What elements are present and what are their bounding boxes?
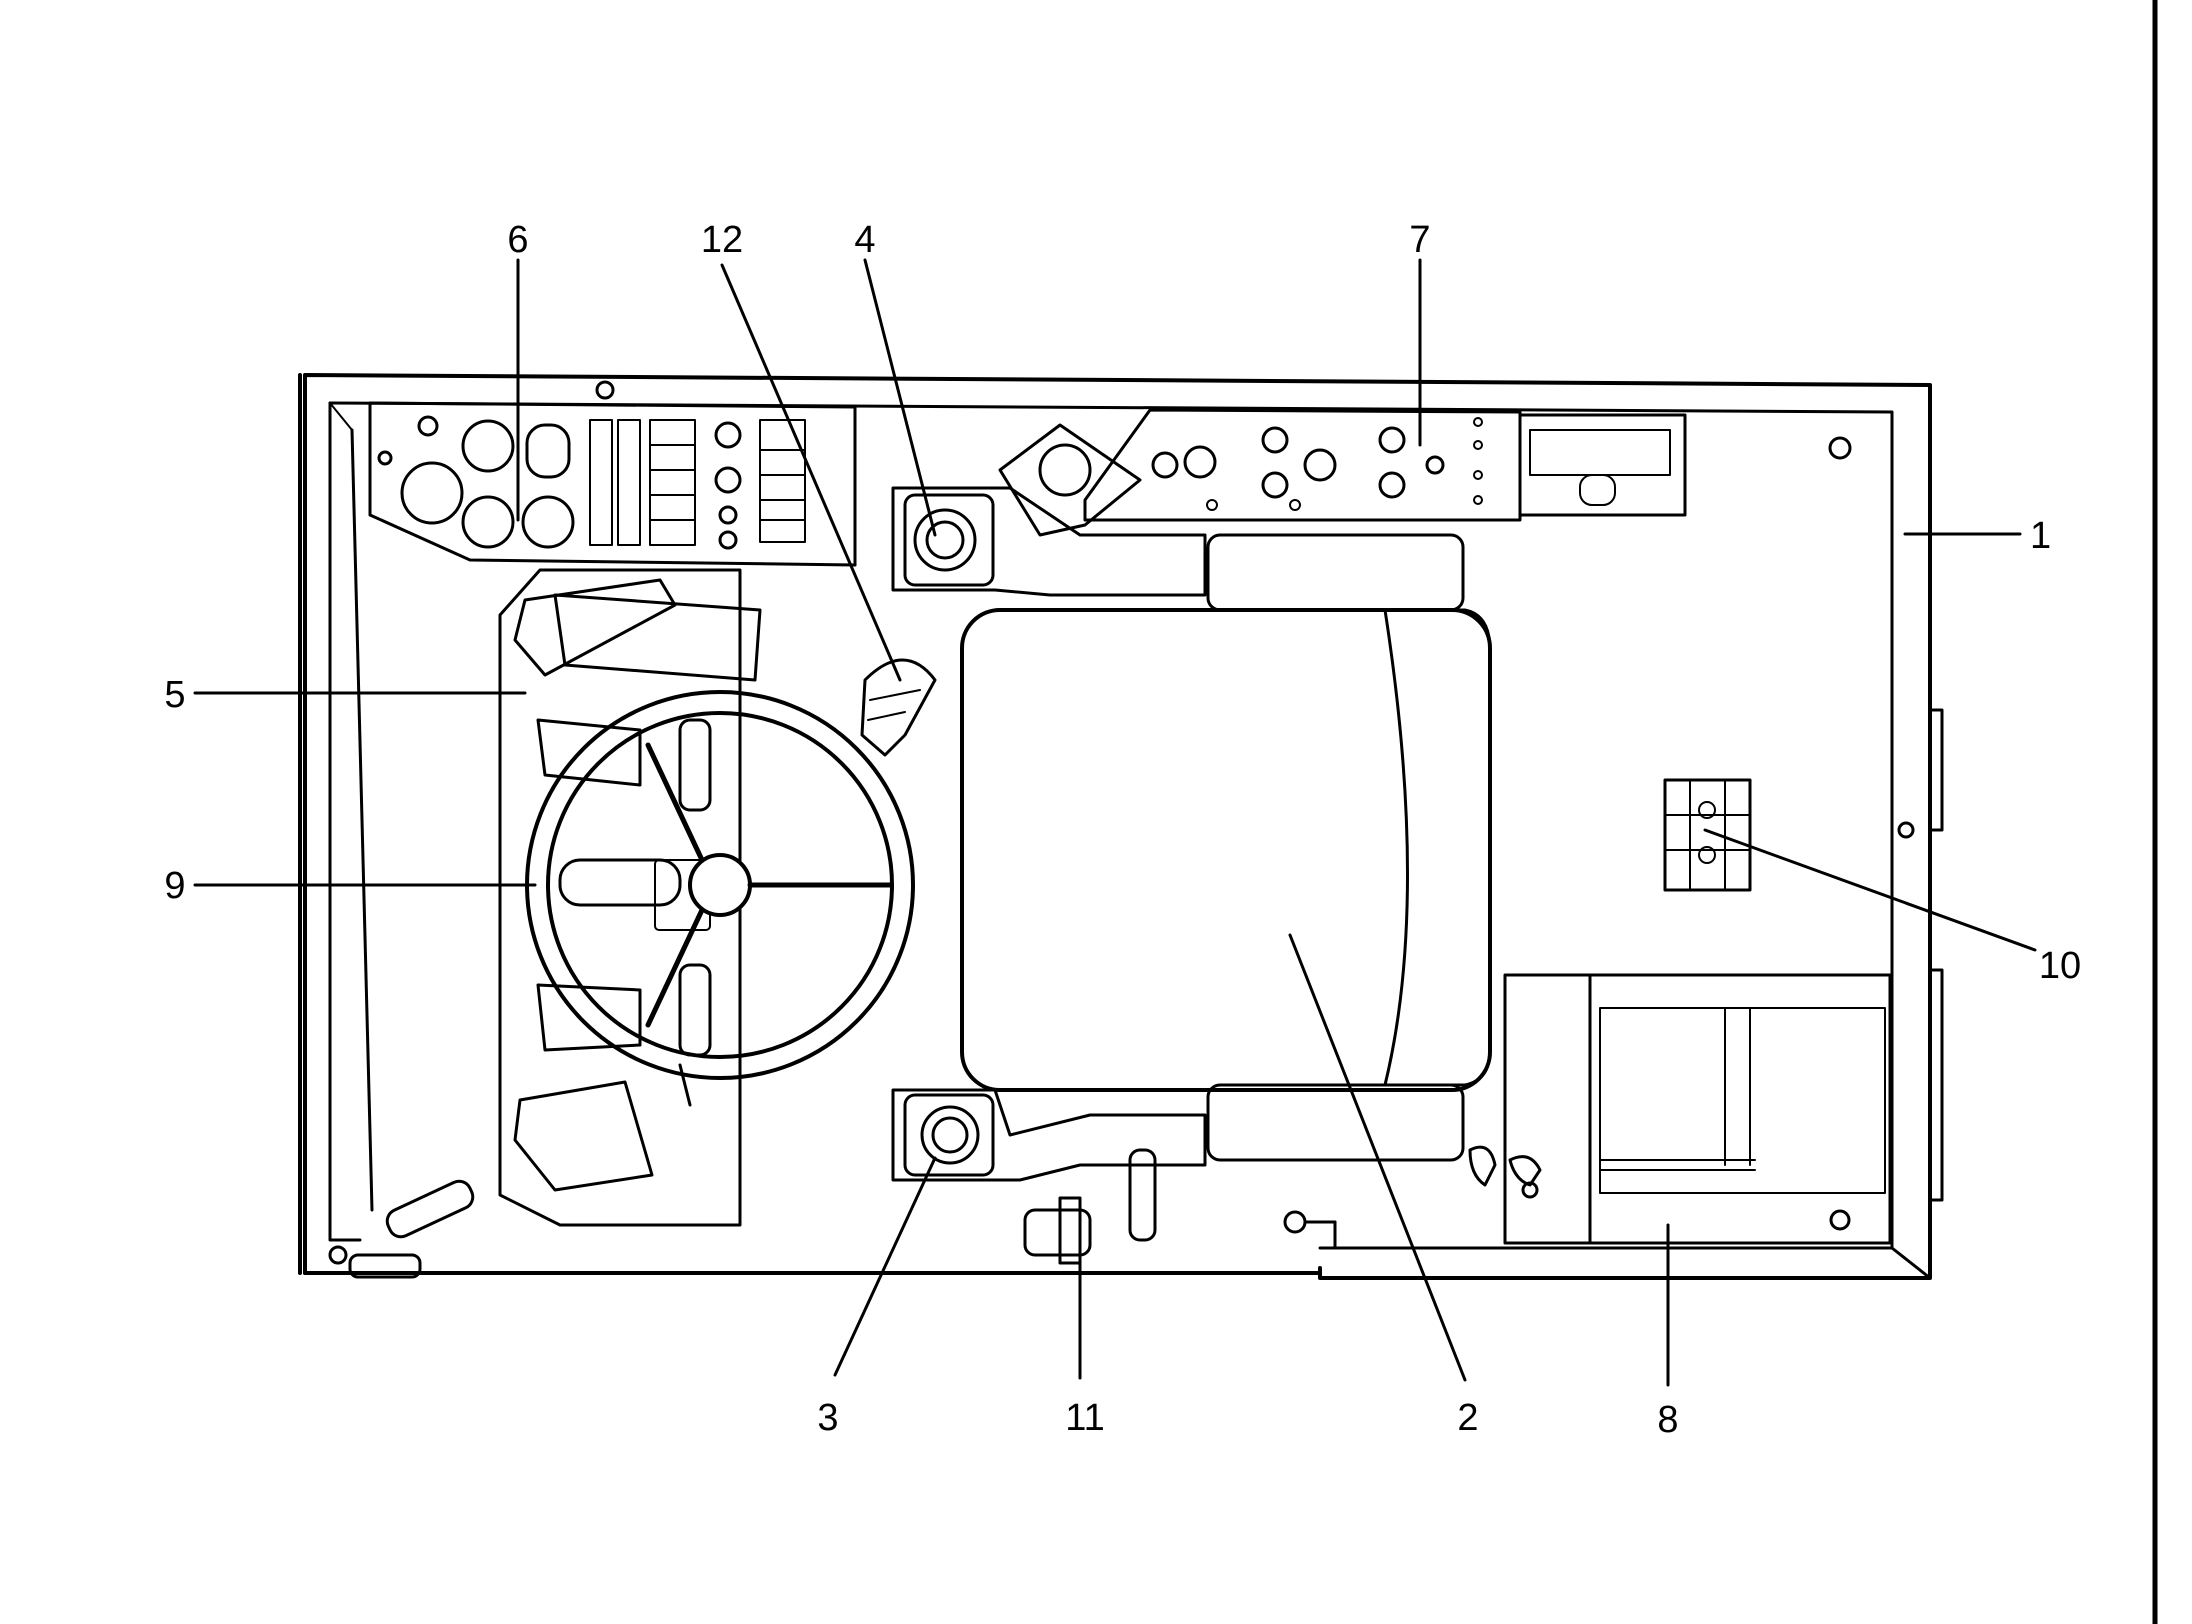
callout-labels: 1 2 3 4 5 6 7 8 9 10 11 12 xyxy=(164,219,2081,1441)
leader-3 xyxy=(833,1156,937,1377)
instrument-panel xyxy=(368,401,857,567)
callout-4: 4 xyxy=(854,219,875,261)
shift-lever xyxy=(860,658,937,757)
storage-compartment xyxy=(1503,973,1892,1245)
callout-12: 12 xyxy=(701,219,743,261)
callout-2: 2 xyxy=(1457,1397,1478,1439)
callout-9: 9 xyxy=(164,865,185,907)
leader-4 xyxy=(863,258,937,537)
callout-1: 1 xyxy=(2030,515,2051,557)
leader-10 xyxy=(1703,828,2037,952)
operator-seat xyxy=(960,533,1492,1162)
callout-5: 5 xyxy=(164,674,185,716)
floor-latch xyxy=(1023,1145,1542,1265)
callout-8: 8 xyxy=(1657,1399,1678,1441)
steering-wheel xyxy=(525,690,915,1107)
joystick-upper xyxy=(891,486,1207,597)
parking-brake-lever xyxy=(328,1179,475,1279)
auxiliary-control-panel xyxy=(998,408,1687,537)
callout-11: 11 xyxy=(1065,1397,1104,1439)
callout-3: 3 xyxy=(817,1397,838,1439)
leader-2 xyxy=(1288,933,1467,1382)
fuse-block xyxy=(1663,778,1752,892)
leader-12 xyxy=(720,263,902,682)
callout-10: 10 xyxy=(2039,945,2081,987)
joystick-lower xyxy=(891,1088,1207,1182)
cab-frame xyxy=(298,373,1944,1280)
steering-console xyxy=(498,568,762,1227)
callout-6: 6 xyxy=(507,219,528,261)
leader-lines xyxy=(193,258,2037,1387)
callout-7: 7 xyxy=(1409,219,1430,261)
